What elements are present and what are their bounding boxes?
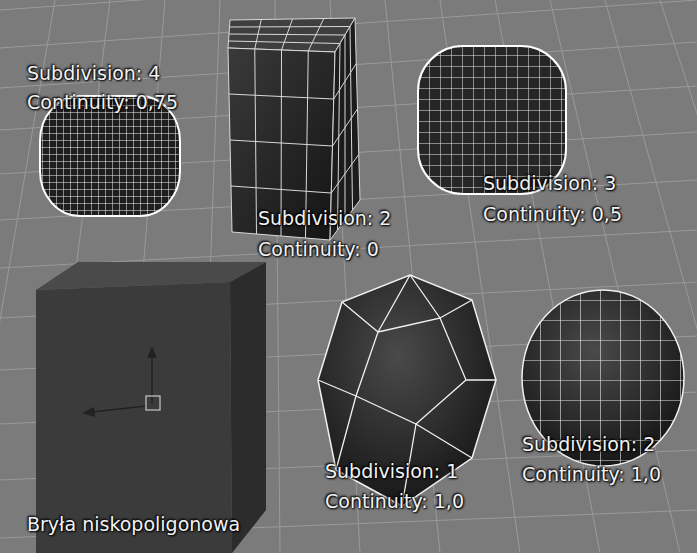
setting-label: Continuity: 0,5 <box>483 203 622 225</box>
setting-label: Continuity: 0,75 <box>27 91 178 113</box>
polyhedron-mesh <box>318 275 496 506</box>
subdivided-cube <box>228 18 360 240</box>
setting-label: Subdivision: 2 <box>258 207 391 229</box>
mesh-caption: Bryła niskopoligonowa <box>27 513 240 535</box>
setting-label: Continuity: 1,0 <box>325 490 464 512</box>
setting-label: Subdivision: 3 <box>483 172 616 194</box>
low-poly-cube <box>36 262 266 553</box>
setting-label: Continuity: 1,0 <box>522 463 661 485</box>
smooth-mesh-medium <box>418 46 566 194</box>
setting-label: Subdivision: 2 <box>522 433 655 455</box>
subdivided-sphere <box>520 288 688 468</box>
setting-label: Subdivision: 4 <box>27 62 160 84</box>
setting-label: Subdivision: 1 <box>325 460 458 482</box>
setting-label: Continuity: 0 <box>258 238 379 260</box>
smooth-mesh-dense <box>40 96 180 216</box>
